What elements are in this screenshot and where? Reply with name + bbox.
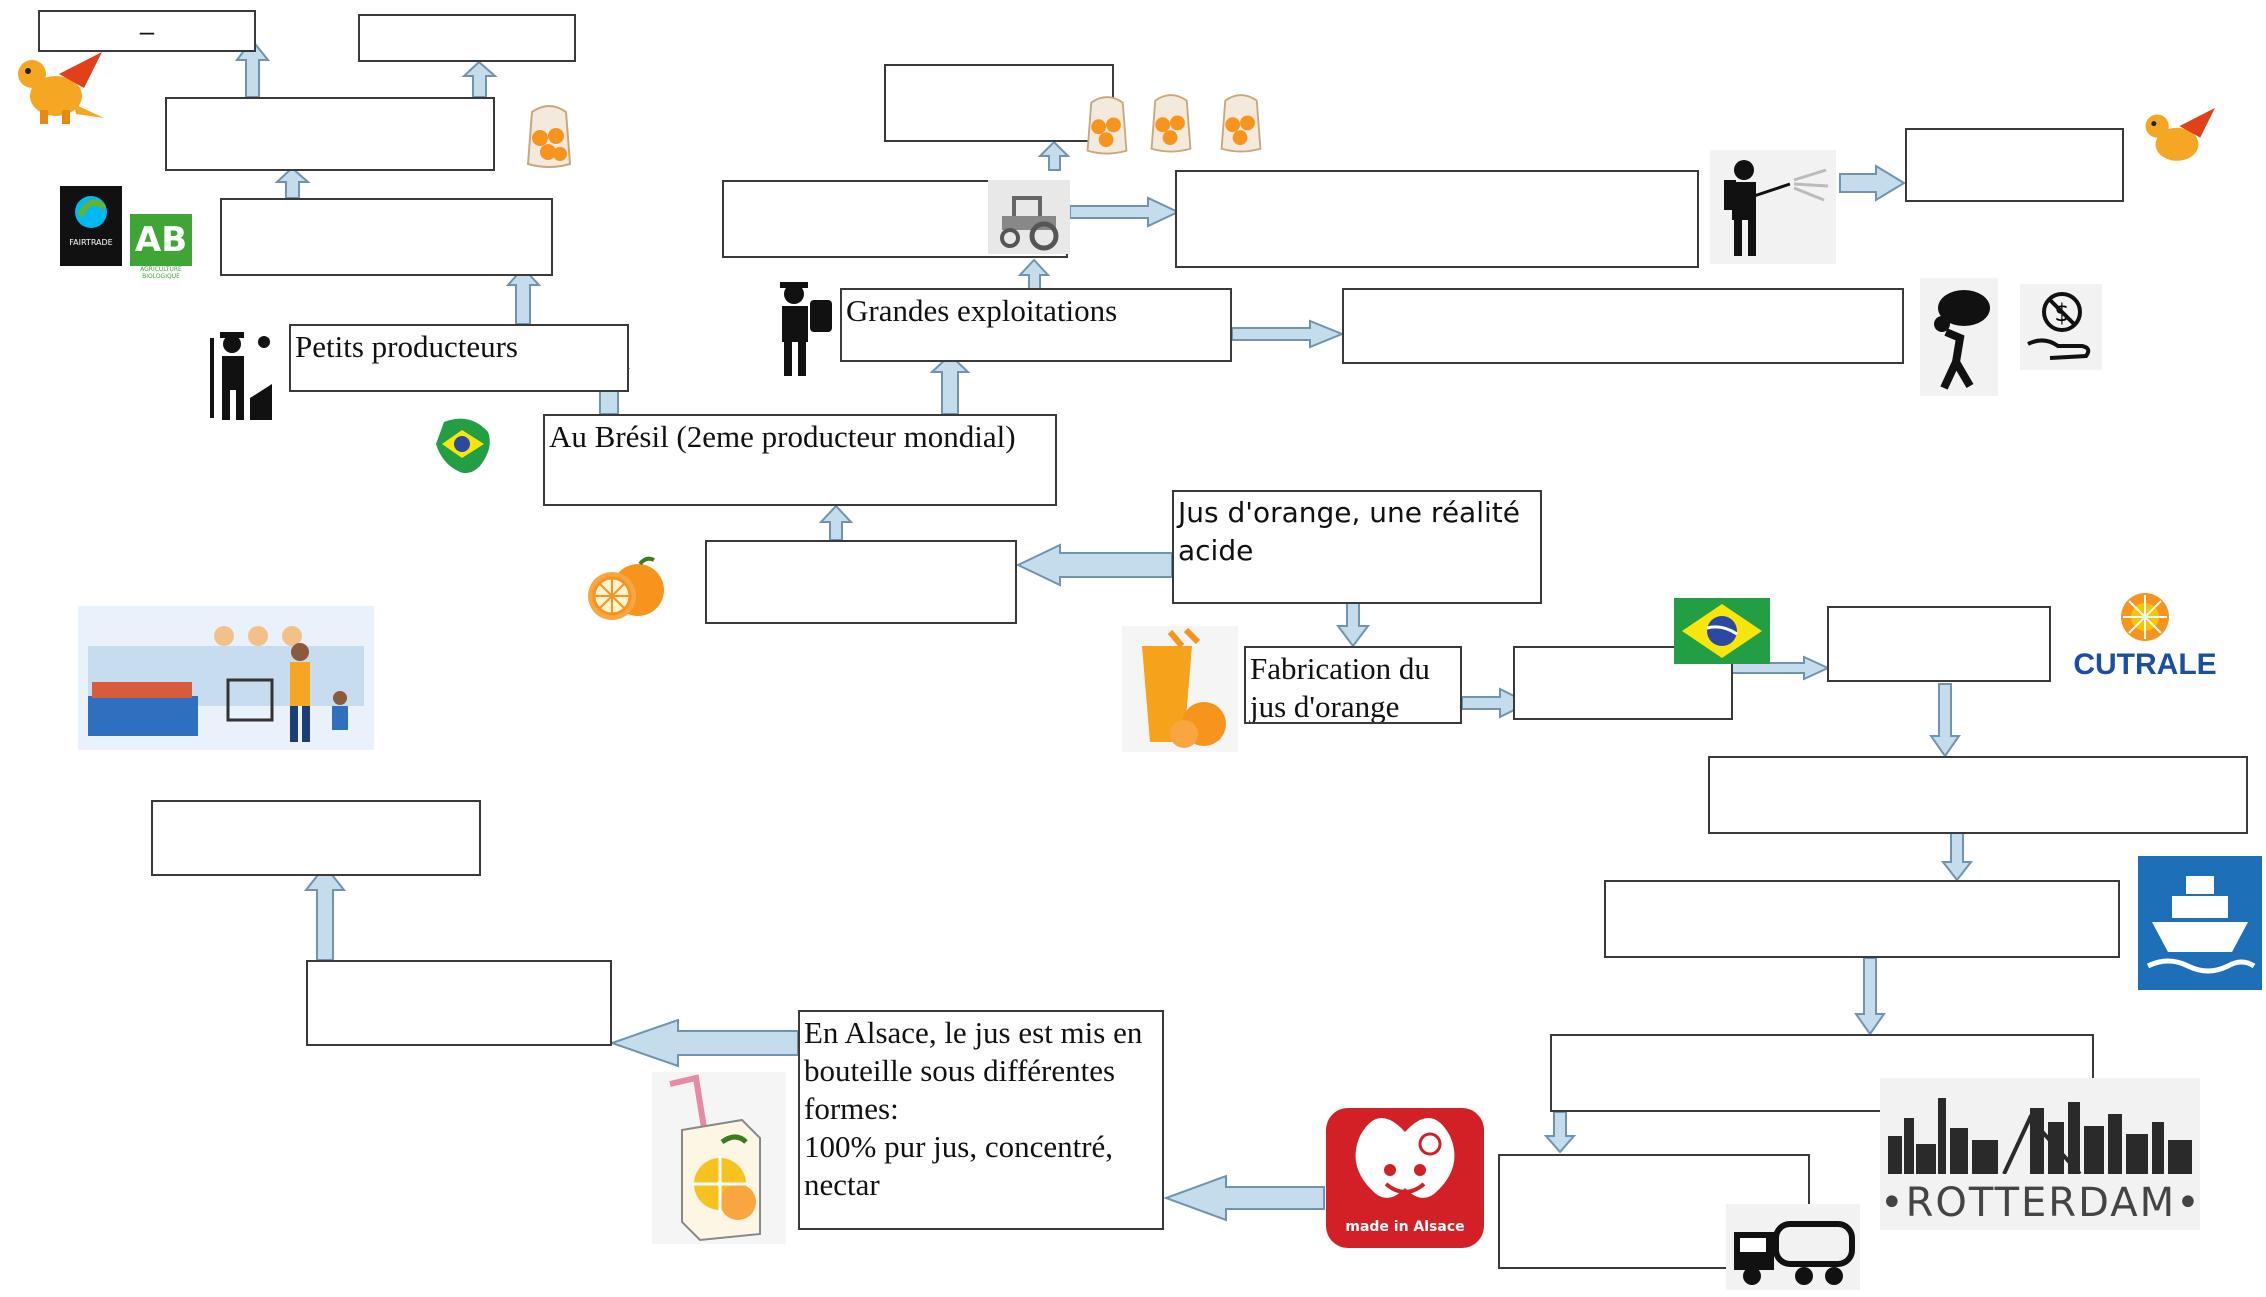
sprayer-icon: [1710, 150, 1836, 264]
grandes-exploitations-box: Grandes exploitations: [840, 288, 1232, 362]
center-wide-box-2: [1342, 288, 1904, 364]
top-left-box: –: [38, 10, 256, 52]
jus-orange-realite-box: Jus d'orange, une réalité acide: [1172, 490, 1542, 604]
juice-glass-icon: [1122, 626, 1238, 752]
box-4: [220, 198, 553, 276]
petits-producteurs-box: Petits producteurs: [289, 324, 629, 392]
tractor-icon: [988, 180, 1070, 254]
fairtrade-logo: FAIRTRADE: [60, 186, 122, 266]
fabrication-box: Fabrication du jus d'orange: [1244, 646, 1462, 724]
arrow-right-sprayer-to-box: [1839, 164, 1906, 202]
wide-right-box-2: [1604, 880, 2120, 958]
arrow-up-box-to-box: [303, 864, 347, 961]
arrow-up-grandes-to-tractor: [1017, 258, 1051, 292]
orange-bag-icon-3: [1150, 94, 1192, 153]
arrow-right-flag-to-box: [1727, 655, 1831, 681]
truck-icon: [1726, 1204, 1860, 1290]
cutrale-logo: CUTRALE: [2070, 590, 2220, 686]
farmer-icon: [210, 332, 272, 420]
orange-bag-icon-4: [1220, 94, 1262, 153]
arrow-right-grandes-to-box: [1231, 319, 1345, 349]
orange-bag-icon: [526, 105, 572, 168]
brazil-flag: [1674, 598, 1770, 664]
alsace-text-box: En Alsace, le jus est mis en bouteille s…: [798, 1010, 1164, 1230]
arrow-left-alsace-logo-to-text: [1163, 1174, 1325, 1222]
no-money-icon: $: [2020, 284, 2102, 370]
arrow-down-to-box-1: [1929, 683, 1961, 758]
arrow-up-tractor-to-box: [1037, 140, 1071, 171]
right-top-box: [1905, 128, 2124, 202]
rotterdam-skyline: •ROTTERDAM•: [1880, 1078, 2200, 1230]
box-left-of-realite: [705, 540, 1017, 624]
arrow-up-to-top-left-box: [235, 38, 271, 98]
ab-logo: AB AGRICULTURE BIOLOGIQUE: [130, 214, 192, 294]
made-in-alsace-logo: made in Alsace: [1326, 1108, 1484, 1248]
arrow-down-to-box-4: [1543, 1111, 1577, 1154]
arrow-left-text-to-box: [608, 1018, 799, 1068]
top-box-2: [358, 14, 576, 62]
arrow-up-bresil-to-grandes: [929, 353, 971, 415]
left-mid-box: [306, 960, 612, 1046]
arrow-down-to-box-3: [1854, 957, 1886, 1036]
orange-bag-icon-2: [1086, 96, 1128, 155]
market-scene: [78, 606, 374, 750]
box-3: [165, 97, 495, 171]
dragon-icon: [18, 52, 104, 124]
arrow-up-box-to-bresil: [818, 504, 854, 541]
wide-right-box-1: [1708, 756, 2248, 834]
juice-box-icon: [652, 1072, 786, 1244]
box-after-flag: [1827, 606, 2051, 682]
heavy-load-worker-icon: [1920, 278, 1998, 396]
center-wide-box-1: [1175, 170, 1699, 268]
arrow-up-to-box-3: [274, 166, 311, 199]
arrow-right-tractor-to-box: [1069, 196, 1181, 228]
arrow-down-to-box-2: [1940, 832, 1974, 882]
arrow-down-realite-to-fabrication: [1336, 602, 1370, 648]
arrow-left-realite-to-box: [1015, 543, 1173, 587]
brazil-map-icon: [436, 418, 490, 474]
top-center-box: [884, 64, 1114, 142]
worker-icon: [780, 282, 832, 376]
dragon-icon-2: [2145, 107, 2216, 161]
arrow-up-to-top-box-2: [461, 60, 498, 98]
arrow-up-petits-to-box: [505, 266, 542, 325]
orange-fruit-icon: [588, 556, 664, 620]
ship-icon: [2138, 856, 2262, 990]
left-upper-box: [151, 800, 481, 876]
au-bresil-box: Au Brésil (2eme producteur mondial): [543, 414, 1057, 506]
